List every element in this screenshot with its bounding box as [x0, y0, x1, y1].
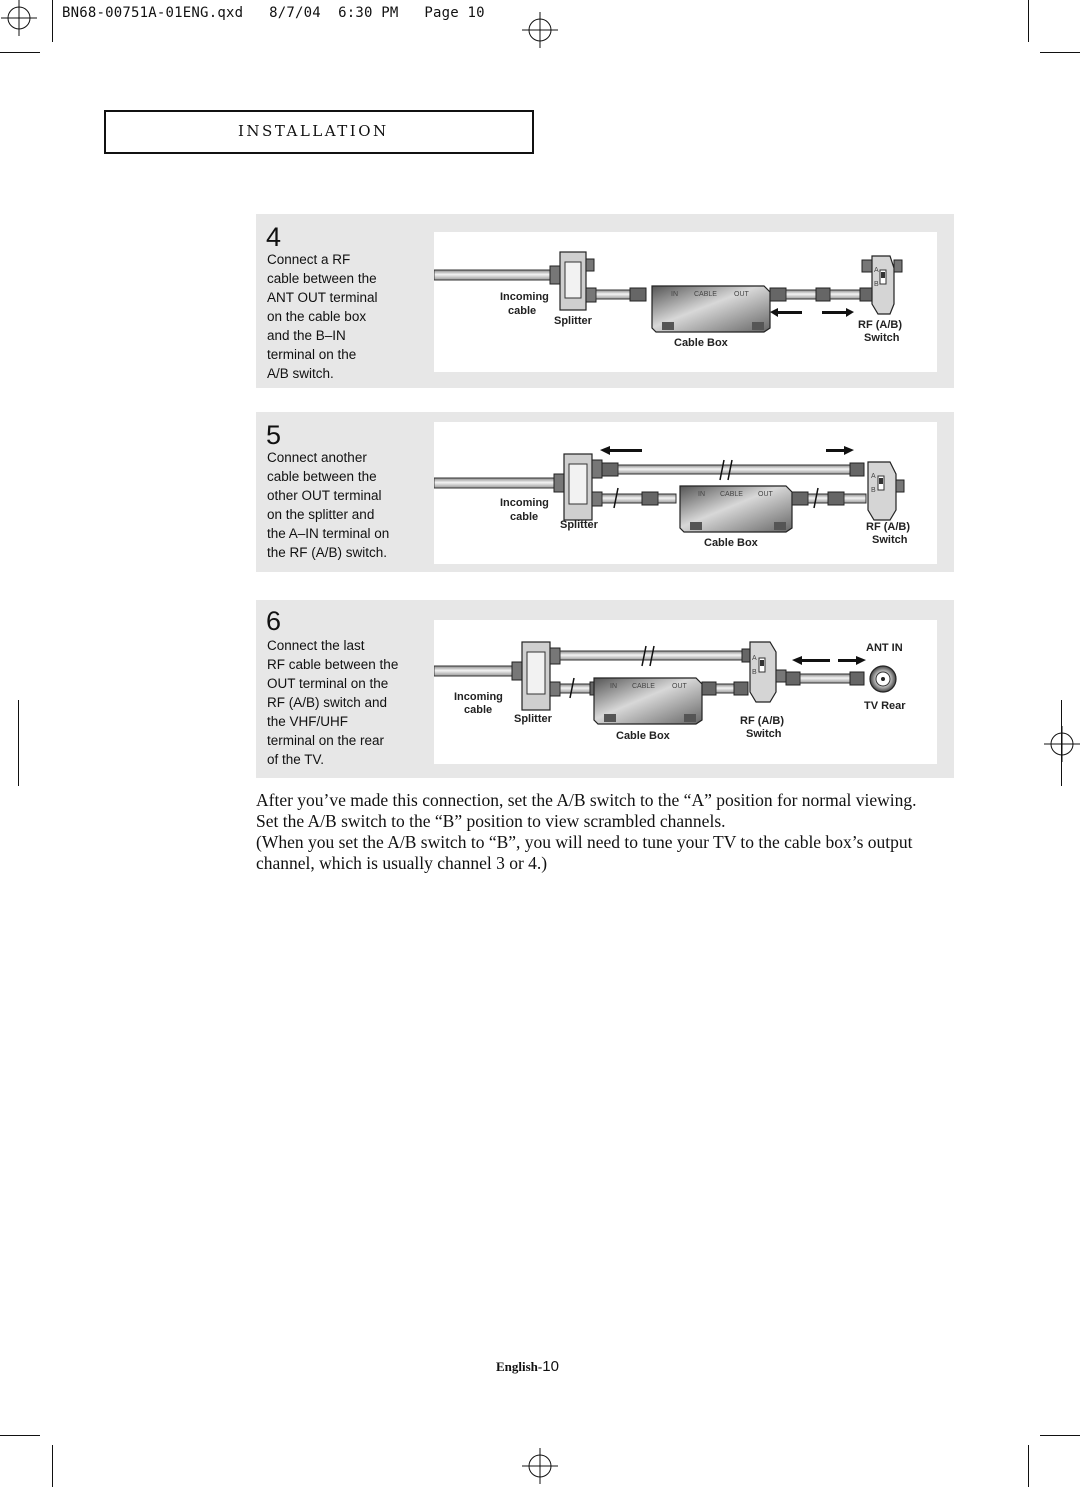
step-panel-6: 6 Connect the last RF cable between the …	[256, 600, 954, 778]
cable-box-in-label: IN	[671, 291, 678, 298]
splitter-label: Splitter	[554, 315, 593, 327]
cable-break-icon	[641, 645, 655, 667]
cable-box-label: Cable Box	[704, 537, 759, 549]
cable-label: cable	[508, 305, 536, 317]
step-instructions: Connect the last RF cable between the OU…	[267, 638, 399, 767]
cable-box-icon: IN CABLE OUT	[679, 485, 793, 533]
crop-mark	[1040, 1435, 1080, 1436]
step-instructions: Connect another cable between the other …	[267, 450, 390, 560]
connection-diagram: IN CABLE OUT A B In	[434, 232, 937, 372]
cable-box-icon: IN CABLE OUT	[593, 677, 703, 725]
cable-box-cable-label: CABLE	[720, 491, 743, 498]
rf-ab-switch-icon: A B	[861, 255, 903, 315]
incoming-label: Incoming	[500, 291, 549, 303]
cable-box-out-label: OUT	[734, 291, 750, 298]
cable-box-cable-label: CABLE	[632, 683, 655, 690]
cable-box-in-label: IN	[610, 683, 617, 690]
splitter-icon	[553, 453, 603, 521]
print-slug-line: BN68-00751A-01ENG.qxd 8/7/04 6:30 PM Pag…	[62, 5, 485, 21]
step-number: 4	[266, 222, 282, 252]
step-panel-4: 4 Connect a RF cable between the ANT OUT…	[256, 214, 954, 388]
splitter-label: Splitter	[560, 519, 599, 531]
tv-rear-label: TV Rear	[864, 700, 906, 712]
cable-label: cable	[464, 704, 492, 716]
incoming-label: Incoming	[500, 497, 549, 509]
switch-b-label: B	[874, 281, 879, 288]
splitter-icon	[511, 641, 561, 711]
switch-b-label: B	[871, 487, 876, 494]
page-number: 10	[542, 1358, 559, 1375]
cable-break-icon	[613, 487, 619, 509]
cable-box-label: Cable Box	[616, 730, 671, 742]
arrow-right-icon	[838, 656, 866, 665]
cable-box-in-label: IN	[698, 491, 705, 498]
switch-a-label: A	[874, 267, 879, 274]
body-text: After you’ve made this connection, set t…	[256, 790, 936, 874]
cable-box-label: Cable Box	[674, 337, 729, 349]
splitter-label: Splitter	[514, 713, 553, 725]
crop-mark	[1028, 0, 1029, 42]
switch-a-label: A	[871, 473, 876, 480]
arrow-left-icon	[792, 656, 830, 665]
switch-label: Switch	[872, 534, 908, 546]
incoming-label: Incoming	[454, 691, 503, 703]
rf-ab-switch-icon: A B	[867, 461, 905, 521]
step-panel-5: 5 Connect another cable between the othe…	[256, 412, 954, 572]
splitter-icon	[549, 251, 597, 311]
cable-box-out-label: OUT	[758, 491, 774, 498]
body-paragraph: After you’ve made this connection, set t…	[256, 790, 917, 831]
connection-diagram: IN CABLE OUT A B	[434, 620, 937, 764]
arrow-left-icon	[600, 446, 642, 455]
antenna-input-icon	[869, 665, 897, 693]
footer-language: English-	[496, 1359, 543, 1374]
page-footer: English-10	[496, 1358, 559, 1375]
crop-mark	[52, 0, 53, 42]
switch-a-label: A	[752, 655, 757, 662]
crop-mark	[0, 52, 40, 53]
registration-mark-icon	[1, 0, 37, 36]
section-title: INSTALLATION	[238, 122, 389, 140]
cable-box-out-label: OUT	[672, 683, 688, 690]
switch-b-label: B	[752, 669, 757, 676]
arrow-left-icon	[770, 308, 802, 317]
cable-break-icon	[813, 487, 819, 509]
incoming-cable	[434, 269, 555, 281]
cable-box-cable-label: CABLE	[694, 291, 717, 298]
cable-label: cable	[510, 511, 538, 523]
registration-mark-icon	[522, 12, 558, 48]
rf-ab-label: RF (A/B)	[866, 521, 910, 533]
crop-mark	[18, 700, 19, 786]
connection-diagram: IN CABLE OUT A B Incoming cable Spl	[434, 422, 937, 564]
arrow-right-icon	[826, 446, 854, 455]
ant-in-label: ANT IN	[866, 642, 903, 654]
cable-box-icon: IN CABLE OUT	[651, 285, 771, 333]
cable-break-icon	[569, 677, 575, 699]
switch-label: Switch	[864, 332, 900, 344]
crop-mark	[1040, 52, 1080, 53]
section-header-box: INSTALLATION	[104, 110, 534, 154]
rf-ab-switch-icon: A B	[749, 641, 787, 703]
cable-break-icon	[719, 459, 733, 481]
body-paragraph: (When you set the A/B switch to “B”, you…	[256, 832, 913, 873]
step-instructions: Connect a RF cable between the ANT OUT t…	[267, 252, 378, 381]
registration-mark-icon	[1044, 726, 1080, 762]
rf-ab-label: RF (A/B)	[858, 319, 902, 331]
incoming-cable	[434, 477, 559, 489]
crop-mark	[52, 1445, 53, 1487]
arrow-right-icon	[822, 308, 854, 317]
crop-mark	[0, 1435, 40, 1436]
registration-mark-icon	[522, 1448, 558, 1484]
incoming-cable	[434, 665, 517, 677]
step-number: 6	[266, 606, 282, 636]
step-number: 5	[266, 420, 282, 450]
switch-label: Switch	[746, 728, 782, 740]
crop-mark	[1028, 1445, 1029, 1487]
rf-ab-label: RF (A/B)	[740, 715, 784, 727]
